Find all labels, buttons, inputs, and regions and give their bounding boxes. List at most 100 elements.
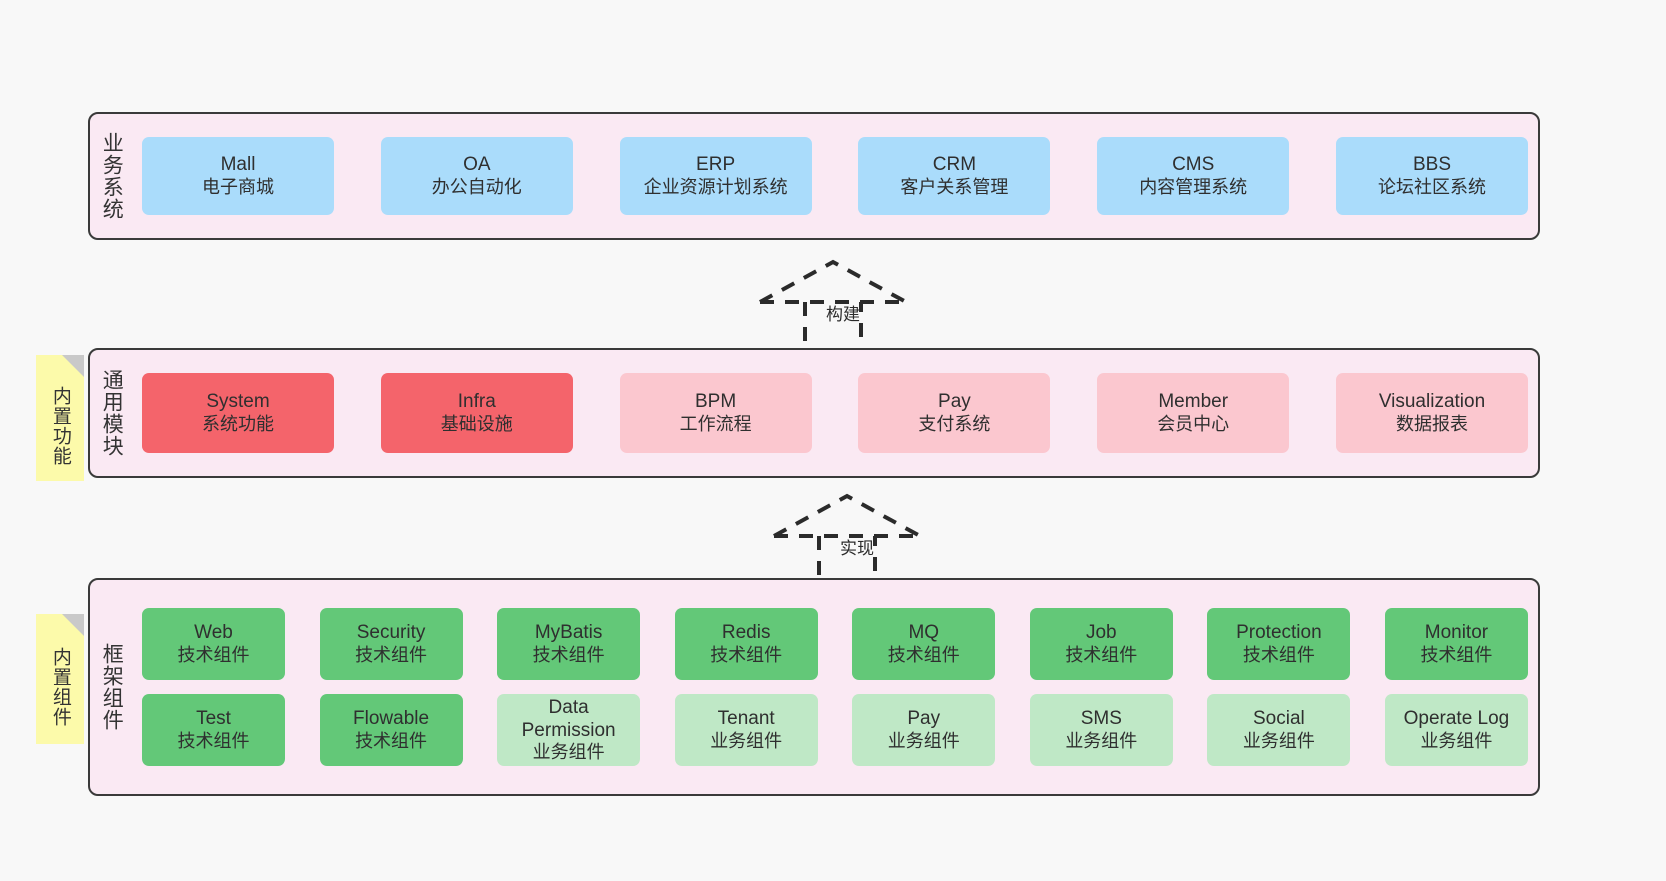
card-title-en: Monitor (1424, 622, 1489, 644)
card-title-cn: 业务组件 (532, 742, 605, 763)
card-title-en: MQ (908, 622, 940, 644)
card-title-en: Job (1085, 622, 1117, 644)
card-title-cn: 技术组件 (887, 644, 960, 665)
card-title-cn: 会员中心 (1157, 413, 1230, 434)
card-title-cn: 论坛社区系统 (1377, 176, 1486, 197)
connector-build-label: 构建 (826, 305, 860, 324)
sticky-note-builtin-components: 内置组件 (36, 614, 84, 744)
card-title-cn: 技术组件 (177, 644, 250, 665)
card-title-en: ERP (696, 154, 736, 176)
card-title-en: OA (463, 154, 491, 176)
sticky-note-fold-corner-icon (62, 355, 84, 377)
card-title-en: Infra (457, 391, 496, 413)
card-title-cn: 技术组件 (355, 644, 428, 665)
card-title-en: Visualization (1378, 391, 1486, 413)
card-title-en: Security (356, 622, 426, 644)
card-title-cn: 技术组件 (177, 730, 250, 751)
card-title-cn: 系统功能 (202, 413, 274, 434)
card-title-en: BBS (1412, 154, 1451, 176)
layer-business-systems-title: 业务系统 (100, 132, 124, 220)
card-title-en: MyBatis (534, 622, 603, 644)
card-title-en: CRM (932, 154, 977, 176)
card-title-cn: 技术组件 (1065, 644, 1138, 665)
card-title-en: SMS (1080, 708, 1122, 730)
card-title-en: Pay (938, 391, 971, 413)
card-title-cn: 业务组件 (710, 730, 783, 751)
sticky-note-builtin-features: 内置功能 (36, 355, 84, 481)
card-title-en: Web (194, 622, 233, 644)
card-title-cn: 业务组件 (1420, 730, 1493, 751)
card-title-en: CMS (1172, 154, 1215, 176)
card-title-cn: 工作流程 (679, 413, 752, 434)
card-title-en: Redis (721, 622, 771, 644)
card-title-cn: 支付系统 (918, 413, 991, 434)
card-title-en: Protection (1236, 622, 1322, 644)
card-title-cn: 企业资源计划系统 (643, 176, 788, 197)
layer-framework-components-title: 框架组件 (100, 643, 124, 731)
card-title-cn: 基础设施 (440, 413, 513, 434)
card-title-en: Test (196, 708, 231, 730)
card-title-cn: 电子商城 (202, 176, 274, 197)
card-title-en: Pay (907, 708, 941, 730)
card-title-cn: 数据报表 (1395, 413, 1468, 434)
connector-implement-arrow: 实现 (762, 488, 922, 590)
card-title-cn: 业务组件 (1242, 730, 1315, 751)
sticky-note-builtin-features-label: 内置功能 (49, 386, 71, 466)
card-title-cn: 技术组件 (1242, 644, 1315, 665)
connector-implement-label: 实现 (840, 539, 874, 558)
card-title-en: Operate Log (1403, 708, 1510, 730)
card-title-cn: 业务组件 (887, 730, 960, 751)
card-title-cn: 技术组件 (355, 730, 428, 751)
sticky-note-builtin-components-label: 内置组件 (49, 647, 71, 727)
card-title-cn: 内容管理系统 (1139, 176, 1248, 197)
card-title-en: Social (1253, 708, 1305, 730)
card-title-en: System (206, 391, 270, 413)
card-title-en: BPM (695, 391, 737, 413)
card-title-cn: 业务组件 (1065, 730, 1138, 751)
card-title-cn: 客户关系管理 (900, 176, 1009, 197)
card-title-cn: 办公自动化 (431, 176, 522, 197)
card-title-en: Tenant (717, 708, 775, 730)
card-title-cn: 技术组件 (532, 644, 605, 665)
sticky-note-fold-corner-icon (62, 614, 84, 636)
card-title-en: Member (1158, 391, 1229, 413)
connector-build-arrow: 构建 (748, 254, 908, 356)
card-title-en: Flowable (353, 708, 430, 730)
